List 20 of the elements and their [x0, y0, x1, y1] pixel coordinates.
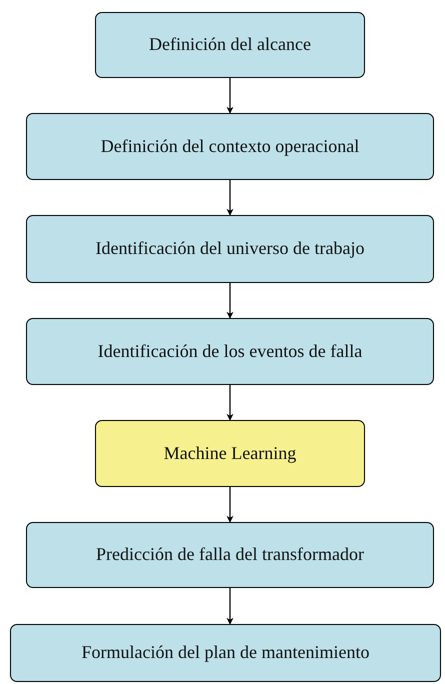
arrow: [226, 588, 234, 625]
box-label: Machine Learning: [164, 442, 296, 464]
process-box: [95, 12, 365, 78]
arrow: [226, 283, 234, 319]
process-box: [26, 113, 434, 180]
process-box: [26, 522, 434, 588]
arrow: [226, 487, 234, 523]
process-box: [10, 624, 441, 682]
box-label: Definición del contexto operacional: [100, 136, 360, 158]
box-label: Definición del alcance: [149, 34, 311, 56]
arrow: [226, 180, 234, 216]
box-label: Identificación del universo de trabajo: [96, 238, 364, 260]
box-label: Formulación del plan de mantenimiento: [82, 642, 370, 664]
arrow: [226, 78, 234, 114]
process-box: [26, 215, 434, 283]
process-box: [26, 318, 434, 385]
box-label: Predicción de falla del transformador: [96, 544, 364, 566]
arrow: [226, 385, 234, 421]
box-label: Identificación de los eventos de falla: [98, 340, 362, 362]
process-box: [95, 420, 365, 487]
